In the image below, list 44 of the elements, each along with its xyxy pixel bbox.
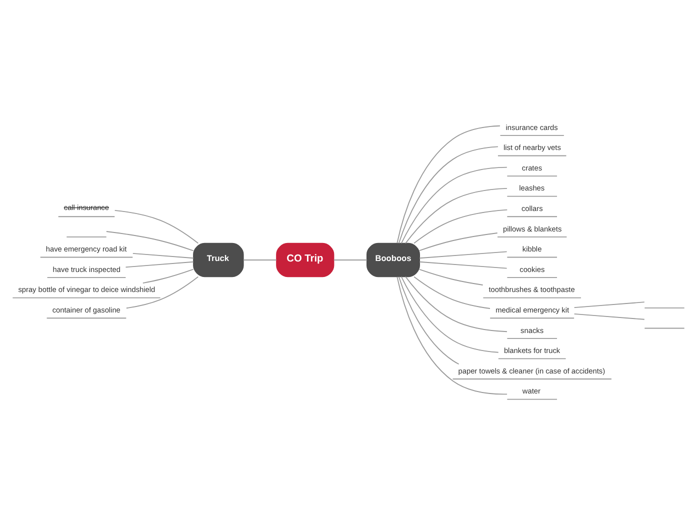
connector bbox=[405, 188, 508, 244]
connector bbox=[414, 276, 490, 309]
connector bbox=[126, 276, 199, 309]
connector bbox=[142, 268, 194, 284]
connector bbox=[574, 302, 645, 308]
connector bbox=[132, 252, 194, 259]
connector bbox=[419, 232, 498, 251]
connector bbox=[419, 251, 508, 259]
node-box: Truck bbox=[193, 242, 244, 278]
node-text: cookies bbox=[520, 264, 545, 274]
node-text: have emergency road kit bbox=[46, 244, 127, 254]
node-text: spray bottle of vinegar to deice windshield bbox=[18, 285, 156, 294]
node-text: insurance cards bbox=[506, 122, 558, 132]
node-text: snacks bbox=[520, 326, 544, 335]
node-text: paper towels & cleaner (in case of accidents) bbox=[458, 366, 606, 376]
node-text: medical emergency kit bbox=[496, 305, 570, 314]
connector bbox=[114, 210, 199, 244]
node-text: list of nearby vets bbox=[503, 143, 561, 152]
connector bbox=[125, 261, 194, 268]
node-text: container of gasoline bbox=[52, 305, 120, 314]
connector bbox=[414, 209, 508, 244]
node-text: toothbrushes & toothpaste bbox=[488, 285, 575, 294]
node-text: call insurance bbox=[64, 203, 109, 212]
connector bbox=[400, 166, 508, 244]
node-box: CO Trip bbox=[276, 242, 334, 278]
connector bbox=[400, 276, 499, 353]
node-text: crates bbox=[522, 163, 542, 172]
node-text: have truck inspected bbox=[52, 264, 120, 274]
node-text: blankets for truck bbox=[504, 346, 560, 356]
node-text: water bbox=[522, 386, 540, 396]
node-text: kibble bbox=[522, 244, 542, 254]
node-text: collars bbox=[521, 204, 543, 214]
node-text: leashes bbox=[519, 184, 545, 193]
connector bbox=[574, 314, 645, 320]
connector bbox=[398, 276, 460, 365]
connector bbox=[398, 146, 498, 244]
connector bbox=[405, 276, 508, 332]
connector bbox=[419, 261, 508, 269]
connector bbox=[106, 231, 194, 252]
connector bbox=[419, 269, 484, 286]
connector bbox=[396, 125, 500, 244]
node-box: Booboos bbox=[366, 242, 420, 278]
connector bbox=[396, 276, 508, 395]
node-text: pillows & blankets bbox=[503, 224, 562, 234]
